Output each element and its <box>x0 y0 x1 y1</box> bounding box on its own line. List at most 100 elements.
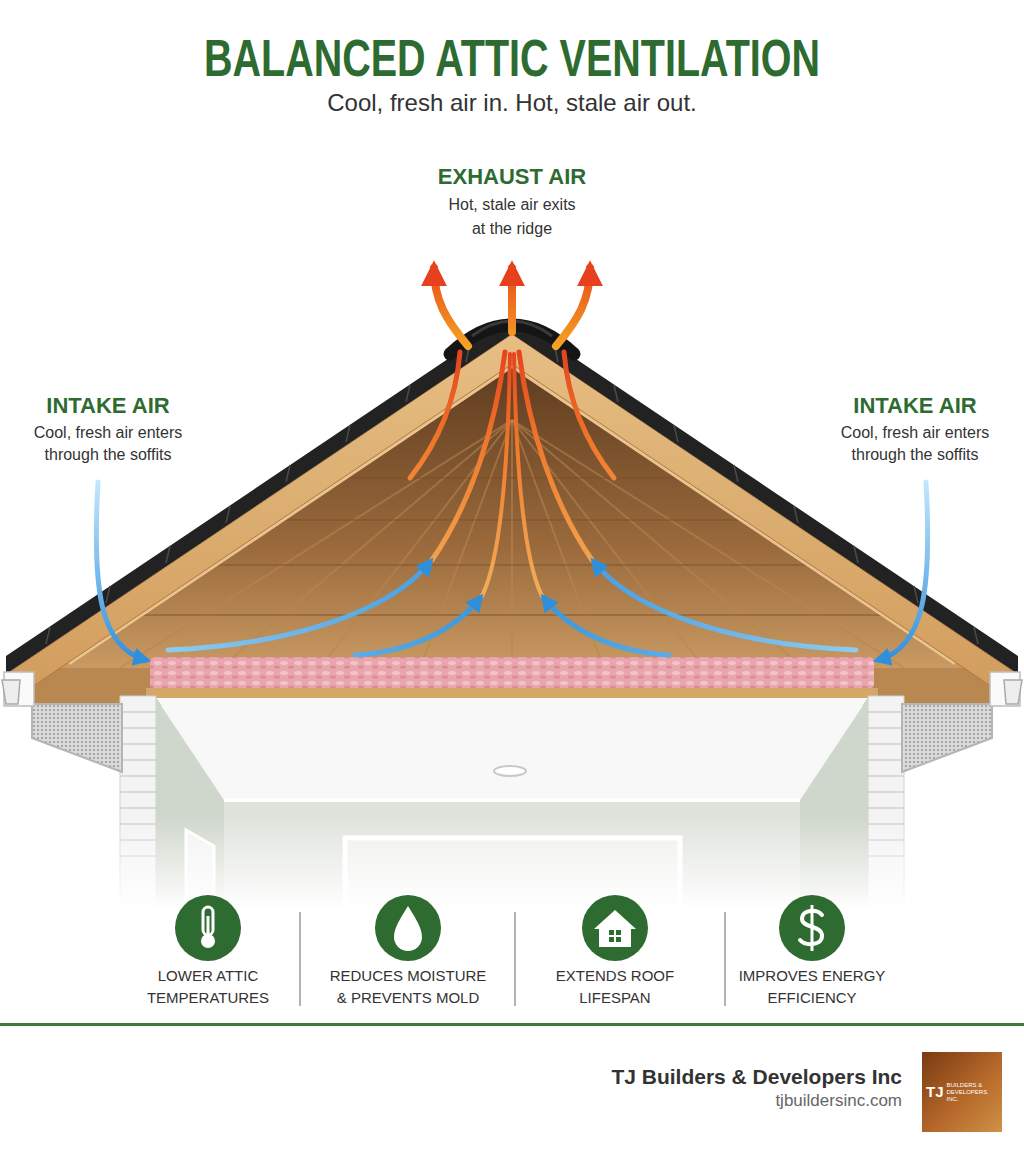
attic-interior <box>68 364 956 662</box>
insulation <box>150 657 874 689</box>
roof-shingles <box>226 506 230 523</box>
roof-shingles <box>346 425 350 442</box>
room-interior <box>494 766 526 776</box>
benefit-label: IMPROVES ENERGY EFFICIENCY <box>730 965 894 1009</box>
siding-walls <box>868 759 904 761</box>
benefit-icons <box>779 895 845 961</box>
airflow-arrows <box>434 268 468 346</box>
siding-walls <box>120 711 156 713</box>
airflow-arrows <box>878 482 928 660</box>
roof-shingles <box>6 316 1018 674</box>
benefit-icons <box>582 895 648 961</box>
roof-deck <box>8 334 1016 703</box>
airflow-arrows <box>410 352 460 478</box>
description: Cool, fresh air enters through the soffi… <box>18 422 198 466</box>
benefit-icons <box>609 937 614 942</box>
airflow-arrows <box>544 598 669 655</box>
roof-shingles <box>674 425 678 442</box>
room-interior <box>224 798 800 802</box>
roof-shingles <box>734 465 738 482</box>
column-dividers <box>299 912 301 1006</box>
roof-shingles <box>46 344 978 644</box>
siding-walls <box>120 743 156 745</box>
roof-shingles <box>614 385 618 402</box>
attic-interior <box>30 364 994 706</box>
airflow-arrows <box>96 268 927 660</box>
logo-text: BUILDERS & DEVELOPERS INC. <box>947 1082 998 1103</box>
soffit-vents <box>2 680 20 704</box>
benefit-label: LOWER ATTIC TEMPERATURES <box>126 965 290 1009</box>
soffit-vents <box>1004 680 1022 704</box>
attic-interior <box>342 477 682 479</box>
column-dividers <box>514 912 516 1006</box>
benefit-icons <box>375 895 441 961</box>
roof-shingles <box>286 465 290 482</box>
title: BALANCED ATTIC VENTILATION <box>132 26 892 90</box>
roof-shingles <box>406 385 410 402</box>
section-heading: EXHAUST AIR <box>362 163 662 191</box>
benefit-label: REDUCES MOISTURE & PREVENTS MOLD <box>326 965 490 1009</box>
benefit-icons <box>394 906 422 951</box>
benefit-icons <box>175 895 241 961</box>
airflow-arrows <box>514 354 542 596</box>
airflow-arrows <box>96 482 146 660</box>
airflow-arrows <box>556 268 590 346</box>
soffit-vents <box>2 672 1022 772</box>
roof-shingles <box>106 586 110 603</box>
airflow-arrows <box>508 268 516 332</box>
roof-shingles <box>914 586 918 603</box>
attic-interior <box>140 614 884 616</box>
siding-walls <box>120 759 156 761</box>
airflow-arrows <box>482 354 510 596</box>
attic-interior <box>511 420 513 668</box>
roof-deck <box>8 334 1016 703</box>
benefit-icons <box>616 930 621 935</box>
airflow-arrows <box>168 562 430 650</box>
benefit-icons <box>609 930 614 935</box>
benefit-label: EXTENDS ROOF LIFESPAN <box>533 965 697 1009</box>
room-interior <box>156 698 868 800</box>
siding-walls <box>120 791 156 793</box>
roof-shingles <box>854 546 858 563</box>
fade-overlay <box>0 815 1024 911</box>
airflow-arrows <box>594 562 856 650</box>
benefit-icons <box>616 937 621 942</box>
footer-rule <box>0 1023 1024 1026</box>
soffit-vents <box>32 704 122 772</box>
roof-shingles <box>794 506 798 523</box>
website: tjbuildersinc.com <box>482 1090 902 1112</box>
siding-walls <box>120 727 156 729</box>
siding-walls <box>120 775 156 777</box>
airflow-arrows <box>355 598 480 655</box>
siding-walls <box>868 775 904 777</box>
roof-shingles <box>166 546 170 563</box>
benefit-icons <box>175 895 845 961</box>
siding-walls <box>868 791 904 793</box>
roof-shingles <box>6 316 1018 674</box>
attic-interior <box>282 519 742 521</box>
section-heading: INTAKE AIR <box>815 392 1015 420</box>
benefit-icons <box>811 905 814 951</box>
attic-interior <box>215 564 809 566</box>
siding-walls <box>868 807 904 809</box>
column-dividers <box>724 912 726 1006</box>
attic-interior <box>60 364 964 668</box>
airflow-arrows <box>564 352 614 478</box>
airflow-arrows <box>519 352 592 560</box>
subtitle: Cool, fresh air in. Hot, stale air out. <box>162 88 862 118</box>
soffit-vents <box>902 704 992 772</box>
siding-walls <box>120 807 156 809</box>
description: Cool, fresh air enters through the soffi… <box>825 422 1005 466</box>
airflow-arrows <box>432 352 505 560</box>
siding-walls <box>868 743 904 745</box>
logo-initials: TJ <box>926 1083 944 1101</box>
lower-ground <box>0 910 1024 1154</box>
insulation <box>146 688 878 698</box>
siding-walls <box>868 711 904 713</box>
benefit-icons <box>207 916 210 938</box>
roof-shingles <box>974 627 978 644</box>
benefit-icons <box>594 910 636 947</box>
description: Hot, stale air exits at the ridge <box>443 193 581 241</box>
logo-badge: TJBUILDERS & DEVELOPERS INC. <box>922 1052 1002 1132</box>
